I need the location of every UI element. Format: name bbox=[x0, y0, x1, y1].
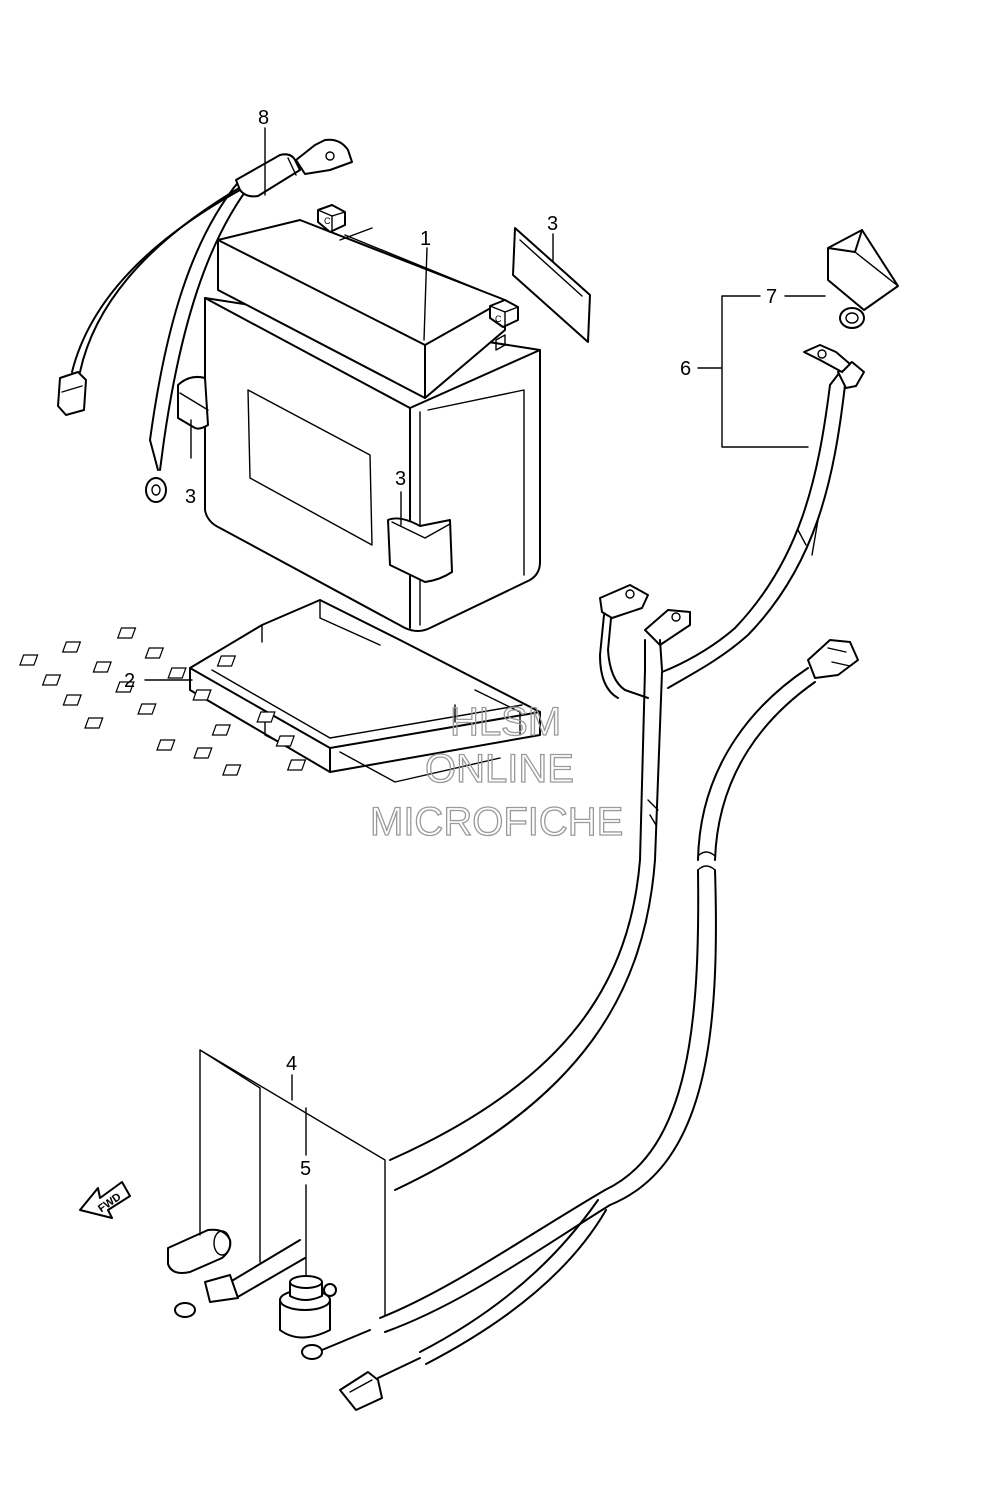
label-pad-front bbox=[387, 517, 453, 583]
terminal-boot bbox=[167, 1228, 232, 1274]
callout-2: 2 bbox=[124, 670, 135, 692]
callout-5: 5 bbox=[300, 1158, 311, 1180]
watermark-line-1: HLSM bbox=[450, 700, 561, 744]
watermark-line-3: MICROFICHE bbox=[370, 800, 623, 844]
callout-8: 8 bbox=[258, 107, 269, 129]
callout-6: 6 bbox=[680, 358, 691, 380]
callout-3-front: 3 bbox=[395, 468, 406, 490]
watermark: HLSM ONLINE MICROFICHE bbox=[369, 699, 624, 844]
fwd-arrow-icon: FWD bbox=[79, 1181, 131, 1219]
callout-3-left: 3 bbox=[185, 486, 196, 508]
terminal-cap bbox=[827, 229, 899, 329]
callout-4: 4 bbox=[286, 1053, 297, 1075]
svg-text:C: C bbox=[495, 314, 502, 324]
callout-1: 1 bbox=[420, 228, 431, 250]
terminal-cover bbox=[279, 1275, 337, 1339]
battery-tray bbox=[19, 599, 541, 783]
battery: C C bbox=[204, 204, 541, 632]
label-pad-upper bbox=[512, 227, 591, 343]
label-pad-left bbox=[177, 375, 209, 430]
watermark-line-2: ONLINE bbox=[425, 747, 574, 791]
starter-cable bbox=[661, 344, 865, 689]
ground-harness bbox=[174, 584, 691, 1318]
battery-lead-wire bbox=[57, 138, 353, 503]
svg-text:C: C bbox=[324, 216, 331, 226]
sensor-harness bbox=[301, 639, 859, 1411]
callout-3-upper: 3 bbox=[547, 213, 558, 235]
leader-lines bbox=[144, 127, 826, 1316]
callout-7: 7 bbox=[766, 286, 777, 308]
